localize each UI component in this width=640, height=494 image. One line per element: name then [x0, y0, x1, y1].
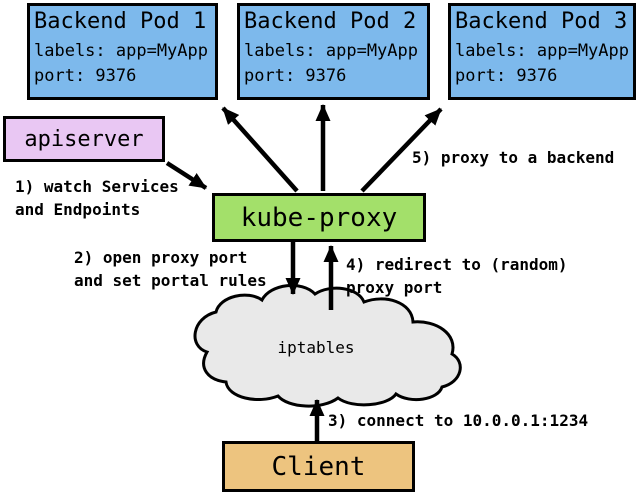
backend-pod-3-port: port: 9376	[455, 66, 558, 86]
backend-pod-3-title: Backend Pod 3	[455, 9, 628, 34]
apiserver-label: apiserver	[24, 126, 144, 152]
kube-proxy-node: kube-proxy	[212, 193, 426, 242]
kube-proxy-label: kube-proxy	[240, 202, 398, 233]
iptables-cloud	[193, 283, 462, 408]
annotation-step4: 4) redirect to (random) proxy port	[346, 255, 568, 297]
arrow-kubeproxy-to-pod3	[360, 107, 443, 193]
backend-pod-2-port: port: 9376	[244, 66, 347, 86]
arrow-apiserver-to-kubeproxy	[165, 161, 208, 190]
apiserver-node: apiserver	[3, 116, 165, 162]
backend-pod-2: Backend Pod 2 labels: app=MyApp port: 93…	[237, 3, 430, 100]
backend-pod-1-labels: labels: app=MyApp	[34, 41, 208, 61]
backend-pod-3: Backend Pod 3 labels: app=MyApp port: 93…	[448, 3, 636, 100]
backend-pod-1-title: Backend Pod 1	[34, 9, 207, 34]
client-node: Client	[222, 441, 415, 492]
backend-pod-2-labels: labels: app=MyApp	[244, 41, 418, 61]
backend-pod-1: Backend Pod 1 labels: app=MyApp port: 93…	[27, 3, 218, 100]
annotation-step1: 1) watch Services and Endpoints	[15, 177, 179, 219]
backend-pod-3-details: labels: app=MyApp port: 9376	[455, 39, 629, 89]
iptables-label: iptables	[277, 338, 355, 357]
backend-pod-2-details: labels: app=MyApp port: 9376	[244, 39, 423, 89]
arrow-kubeproxy-to-pod1	[221, 106, 299, 193]
client-label: Client	[271, 451, 366, 482]
annotation-step3: 3) connect to 10.0.0.1:1234	[328, 411, 589, 430]
backend-pod-2-title: Backend Pod 2	[244, 9, 417, 34]
annotation-step5: 5) proxy to a backend	[412, 148, 615, 167]
annotation-step2: 2) open proxy port and set portal rules	[74, 248, 267, 290]
backend-pod-1-details: labels: app=MyApp port: 9376	[34, 39, 211, 89]
backend-pod-3-labels: labels: app=MyApp	[455, 41, 629, 61]
backend-pod-1-port: port: 9376	[34, 66, 137, 86]
